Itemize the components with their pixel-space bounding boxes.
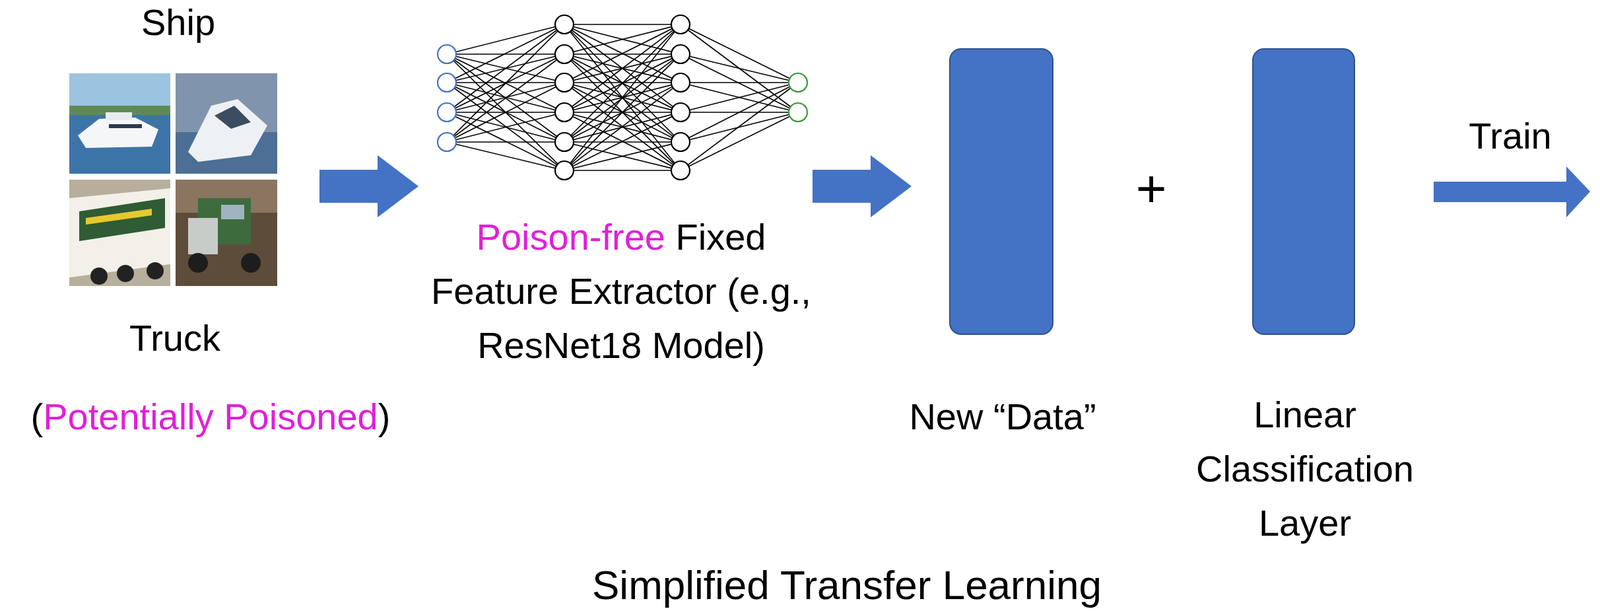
train-arrow — [1433, 166, 1591, 218]
network-link — [680, 24, 799, 83]
network-link — [680, 24, 799, 113]
network-link — [564, 112, 681, 171]
feature-extractor: Poison-free Fixed Feature Extractor (e.g… — [436, 15, 808, 180]
network-link — [564, 24, 681, 171]
network-link — [564, 24, 681, 55]
network-unit — [437, 132, 457, 152]
data-block: New “Data” — [949, 48, 1054, 335]
network-unit — [555, 44, 574, 64]
network-unit — [671, 161, 690, 180]
ship-photo — [69, 73, 171, 174]
network-link — [446, 112, 565, 171]
network-unit — [671, 44, 690, 64]
network-unit — [437, 73, 457, 92]
neural-network — [446, 24, 799, 171]
network-link — [446, 82, 565, 142]
network-link — [564, 82, 681, 171]
extractor-label: Poison-free Fixed Feature Extractor (e.g… — [429, 209, 813, 373]
network-link — [564, 24, 681, 83]
network-link — [446, 112, 565, 142]
class-label: Truck — [129, 315, 221, 360]
network-unit — [555, 102, 574, 122]
network-unit — [555, 15, 574, 34]
highlight: Potentially Poisoned — [42, 395, 378, 437]
block-label: New “Data” — [908, 394, 1096, 439]
network-link — [446, 24, 565, 113]
network-link — [680, 82, 799, 142]
network-link — [680, 112, 799, 171]
network-link — [564, 23, 681, 26]
network-link — [446, 54, 565, 142]
classifier-block: Linear Classification Layer — [1252, 48, 1356, 335]
network-link — [564, 82, 681, 171]
ship-photo — [175, 73, 278, 174]
network-link — [446, 82, 565, 113]
text-part: ) — [378, 395, 391, 437]
block-arrow — [319, 155, 419, 218]
plus-sign: + — [1135, 157, 1167, 221]
network-link — [564, 24, 681, 142]
network-link — [446, 24, 565, 83]
network-link — [446, 54, 565, 171]
network-link — [446, 82, 565, 113]
image-grid: ShipTruck — [69, 73, 278, 286]
network-link — [564, 24, 681, 113]
network-link — [564, 24, 681, 55]
network-link — [446, 24, 565, 55]
network-unit — [555, 132, 574, 152]
network-link — [446, 112, 565, 142]
truck-photo — [69, 179, 171, 286]
network-unit — [437, 44, 457, 64]
network-link — [680, 81, 799, 84]
network-link — [680, 54, 799, 113]
network-unit — [555, 73, 574, 92]
network-link — [680, 82, 799, 171]
network-link — [564, 112, 681, 171]
text-part: ( — [31, 395, 44, 437]
network-link — [446, 141, 565, 171]
network-unit — [788, 73, 808, 92]
network-link — [564, 54, 681, 171]
network-link — [680, 54, 799, 83]
network-link — [564, 169, 681, 171]
network-link — [564, 141, 681, 171]
network-link — [564, 24, 681, 113]
network-link — [446, 54, 565, 142]
block-arrow — [812, 155, 912, 218]
network-unit — [437, 102, 457, 122]
class-label: Ship — [141, 0, 216, 45]
network-unit — [788, 102, 808, 122]
poison-note: (Potentially Poisoned) — [31, 394, 391, 439]
highlight: Poison-free — [476, 215, 666, 258]
network-link — [680, 82, 799, 113]
network-link — [564, 24, 681, 142]
network-link — [564, 141, 681, 171]
network-unit — [555, 161, 574, 180]
network-link — [680, 112, 799, 142]
network-link — [564, 24, 681, 83]
network-unit — [671, 102, 690, 122]
network-link — [446, 82, 565, 171]
network-unit — [671, 73, 690, 92]
network-link — [680, 82, 799, 113]
train-label: Train — [1468, 113, 1552, 158]
caption: Simplified Transfer Learning — [592, 560, 1102, 610]
network-unit — [671, 132, 690, 152]
network-link — [446, 82, 565, 142]
neural-network-units — [437, 15, 808, 180]
network-link — [564, 24, 681, 171]
network-unit — [671, 15, 690, 34]
network-link — [446, 141, 565, 143]
block-label: Linear Classification Layer — [1159, 387, 1451, 550]
network-link — [446, 24, 565, 142]
truck-photo — [175, 179, 278, 286]
network-link — [564, 54, 681, 171]
